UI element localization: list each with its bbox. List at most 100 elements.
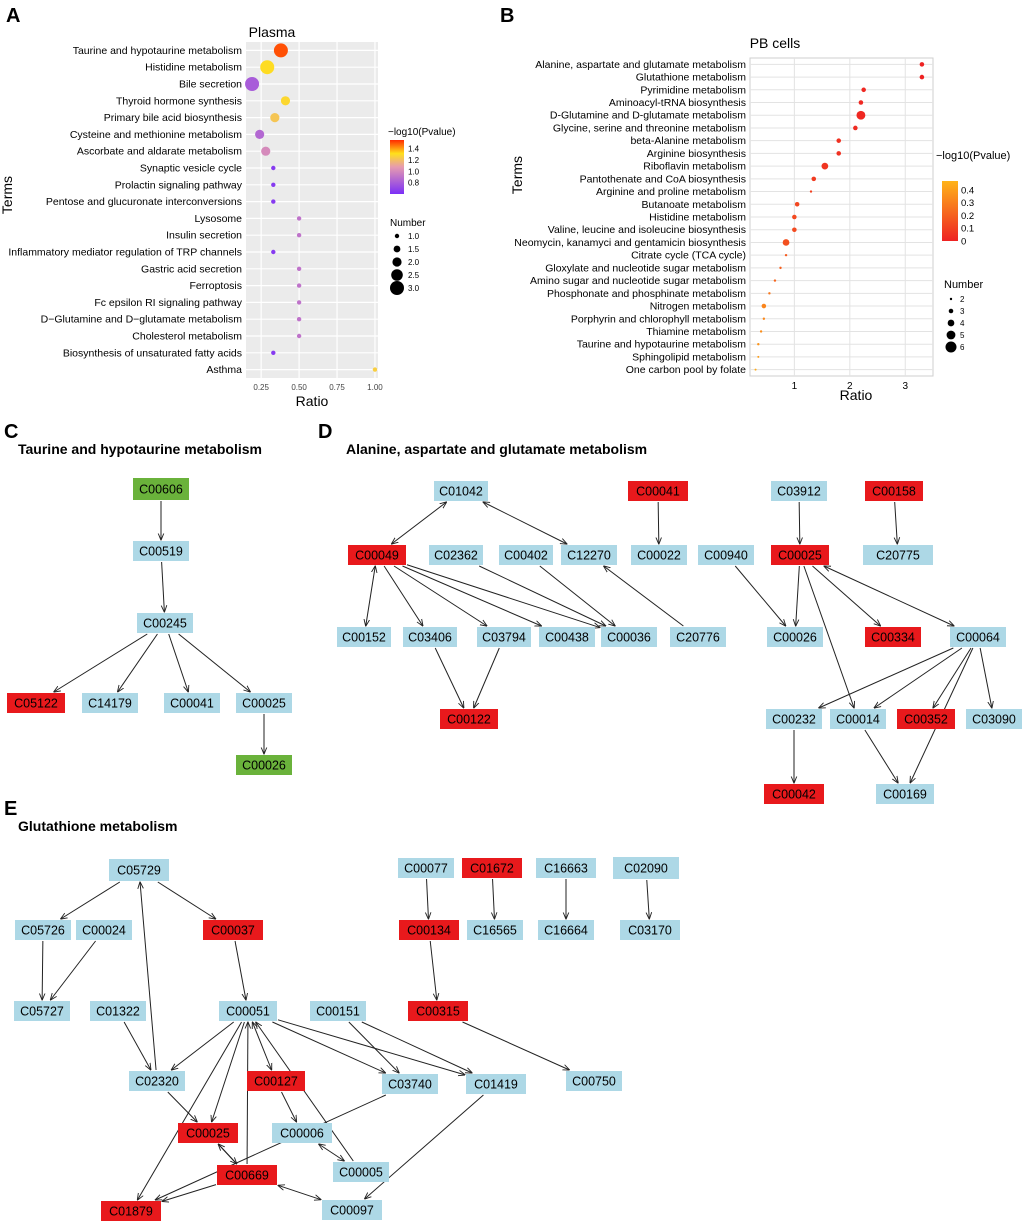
compound-node-box <box>203 920 263 940</box>
compound-node-label: C00152 <box>342 631 386 645</box>
pathway-arrow <box>819 647 954 708</box>
plasma-gridlines <box>246 42 378 378</box>
pathway-arrow <box>799 501 800 544</box>
plasma-term-label: Primary bile acid biosynthesis <box>104 112 242 124</box>
plasma-term-label: Insulin secretion <box>166 230 242 242</box>
compound-node-label: C01322 <box>96 1005 140 1019</box>
pathway-arrow <box>366 566 376 626</box>
compound-node-label: C00151 <box>316 1005 360 1019</box>
compound-node-label: C20776 <box>676 631 720 645</box>
plasma-term-label: Lysosome <box>195 213 243 225</box>
compound-node-label: C03170 <box>628 924 672 938</box>
plasma-color-tick-label: 1.4 <box>408 145 420 154</box>
pathway-edges <box>366 502 992 783</box>
compound-node-label: C05727 <box>20 1005 64 1019</box>
plasma-term-label: Bile secretion <box>179 79 242 91</box>
pb-point <box>811 176 817 182</box>
pathway-arrow <box>734 565 785 626</box>
compound-node-box <box>950 627 1006 647</box>
plasma-term-label: D−Glutamine and D−glutamate metabolism <box>41 314 243 326</box>
compound-node-label: C03090 <box>972 713 1016 727</box>
compound-node-label: C00940 <box>704 549 748 563</box>
plasma-size-legend-label: 2.0 <box>408 258 420 267</box>
compound-node-box <box>865 627 921 647</box>
compound-node-box <box>337 627 391 647</box>
pathway-arrow <box>393 565 487 626</box>
compound-node-label: C00041 <box>636 485 680 499</box>
pathway-edges <box>54 501 264 754</box>
compound-node-box <box>538 920 594 940</box>
pb-term-label: Nitrogen metabolism <box>650 301 747 313</box>
plasma-term-label: Cholesterol metabolism <box>132 331 242 343</box>
compound-node-label: C01672 <box>470 862 514 876</box>
compound-node-box <box>76 920 132 940</box>
plasma-term-label: Asthma <box>206 364 242 376</box>
compound-node-label: C14179 <box>88 697 132 711</box>
plasma-size-legend-dot <box>393 245 401 253</box>
plasma-point <box>245 77 260 91</box>
pb-point <box>757 343 760 346</box>
plasma-point <box>280 96 291 106</box>
pb-x-tick-label: 3 <box>902 381 908 392</box>
pathway-arrow <box>647 879 650 919</box>
pb-term-label: D-Glutamine and D-glutamate metabolism <box>550 110 746 122</box>
compound-node-box <box>164 693 220 713</box>
compound-node-box <box>766 709 822 729</box>
pathway-arrow <box>406 564 600 628</box>
compound-node-box <box>90 1001 146 1021</box>
plasma-term-label: Pentose and glucuronate interconversions <box>46 196 242 208</box>
pathway-arrow <box>365 1094 484 1199</box>
pathway-arrow <box>348 1021 399 1073</box>
pb-color-bar <box>942 181 958 241</box>
pb-point <box>757 355 760 358</box>
plasma-size-legend-dot <box>391 269 403 281</box>
pb-x-tick-label: 1 <box>792 381 798 392</box>
pb-points <box>754 62 925 371</box>
plasma-chart-title: Plasma <box>249 24 296 40</box>
compound-node-box <box>429 545 483 565</box>
compound-node-box <box>613 857 679 879</box>
plasma-size-legend-title: Number <box>390 218 426 229</box>
pathway-arrow <box>427 878 429 919</box>
pathway-arrow <box>61 881 121 919</box>
compound-node-box <box>133 541 189 561</box>
compound-node-box <box>82 693 138 713</box>
pathway-arrow <box>478 565 606 626</box>
compound-node-box <box>897 709 955 729</box>
compound-node-label: C00025 <box>778 549 822 563</box>
compound-node-box <box>670 627 726 647</box>
plasma-point <box>372 367 378 372</box>
pb-term-label: Arginine and proline metabolism <box>596 186 746 198</box>
pb-term-label: Gloxylate and nucleotide sugar metabolis… <box>545 262 746 274</box>
compound-node-label: C12270 <box>567 549 611 563</box>
compound-node-label: C00097 <box>330 1204 374 1218</box>
plasma-point <box>260 60 275 75</box>
plasma-point <box>271 182 276 187</box>
pathway-arrow <box>895 501 898 544</box>
plasma-term-label: Synaptic vesicle cycle <box>140 163 242 175</box>
compound-node-label: C05729 <box>117 864 161 878</box>
compound-node-box <box>440 709 498 729</box>
compound-node-box <box>830 709 886 729</box>
pb-point <box>836 151 842 156</box>
pathway-arrow <box>434 647 464 708</box>
pathway-arrow <box>462 1021 570 1070</box>
pathway-arrow <box>402 565 541 626</box>
compound-node-label: C00041 <box>170 697 214 711</box>
compound-node-label: C20775 <box>876 549 920 563</box>
pathway-arrow <box>604 566 684 627</box>
pathway-arrow <box>218 1144 238 1165</box>
compound-node-box <box>348 545 406 565</box>
plasma-size-legend: 1.01.52.02.53.0 <box>390 232 420 295</box>
plasma-size-legend-label: 1.0 <box>408 232 420 241</box>
pathway-arrow <box>874 647 963 708</box>
pathway-arrow <box>933 647 972 708</box>
compound-node-label: C00024 <box>82 924 126 938</box>
compound-node-box <box>217 1165 277 1185</box>
pb-point <box>856 110 866 120</box>
pb-term-label: Alanine, aspartate and glutamate metabol… <box>535 59 746 71</box>
compound-node-label: C03406 <box>408 631 452 645</box>
